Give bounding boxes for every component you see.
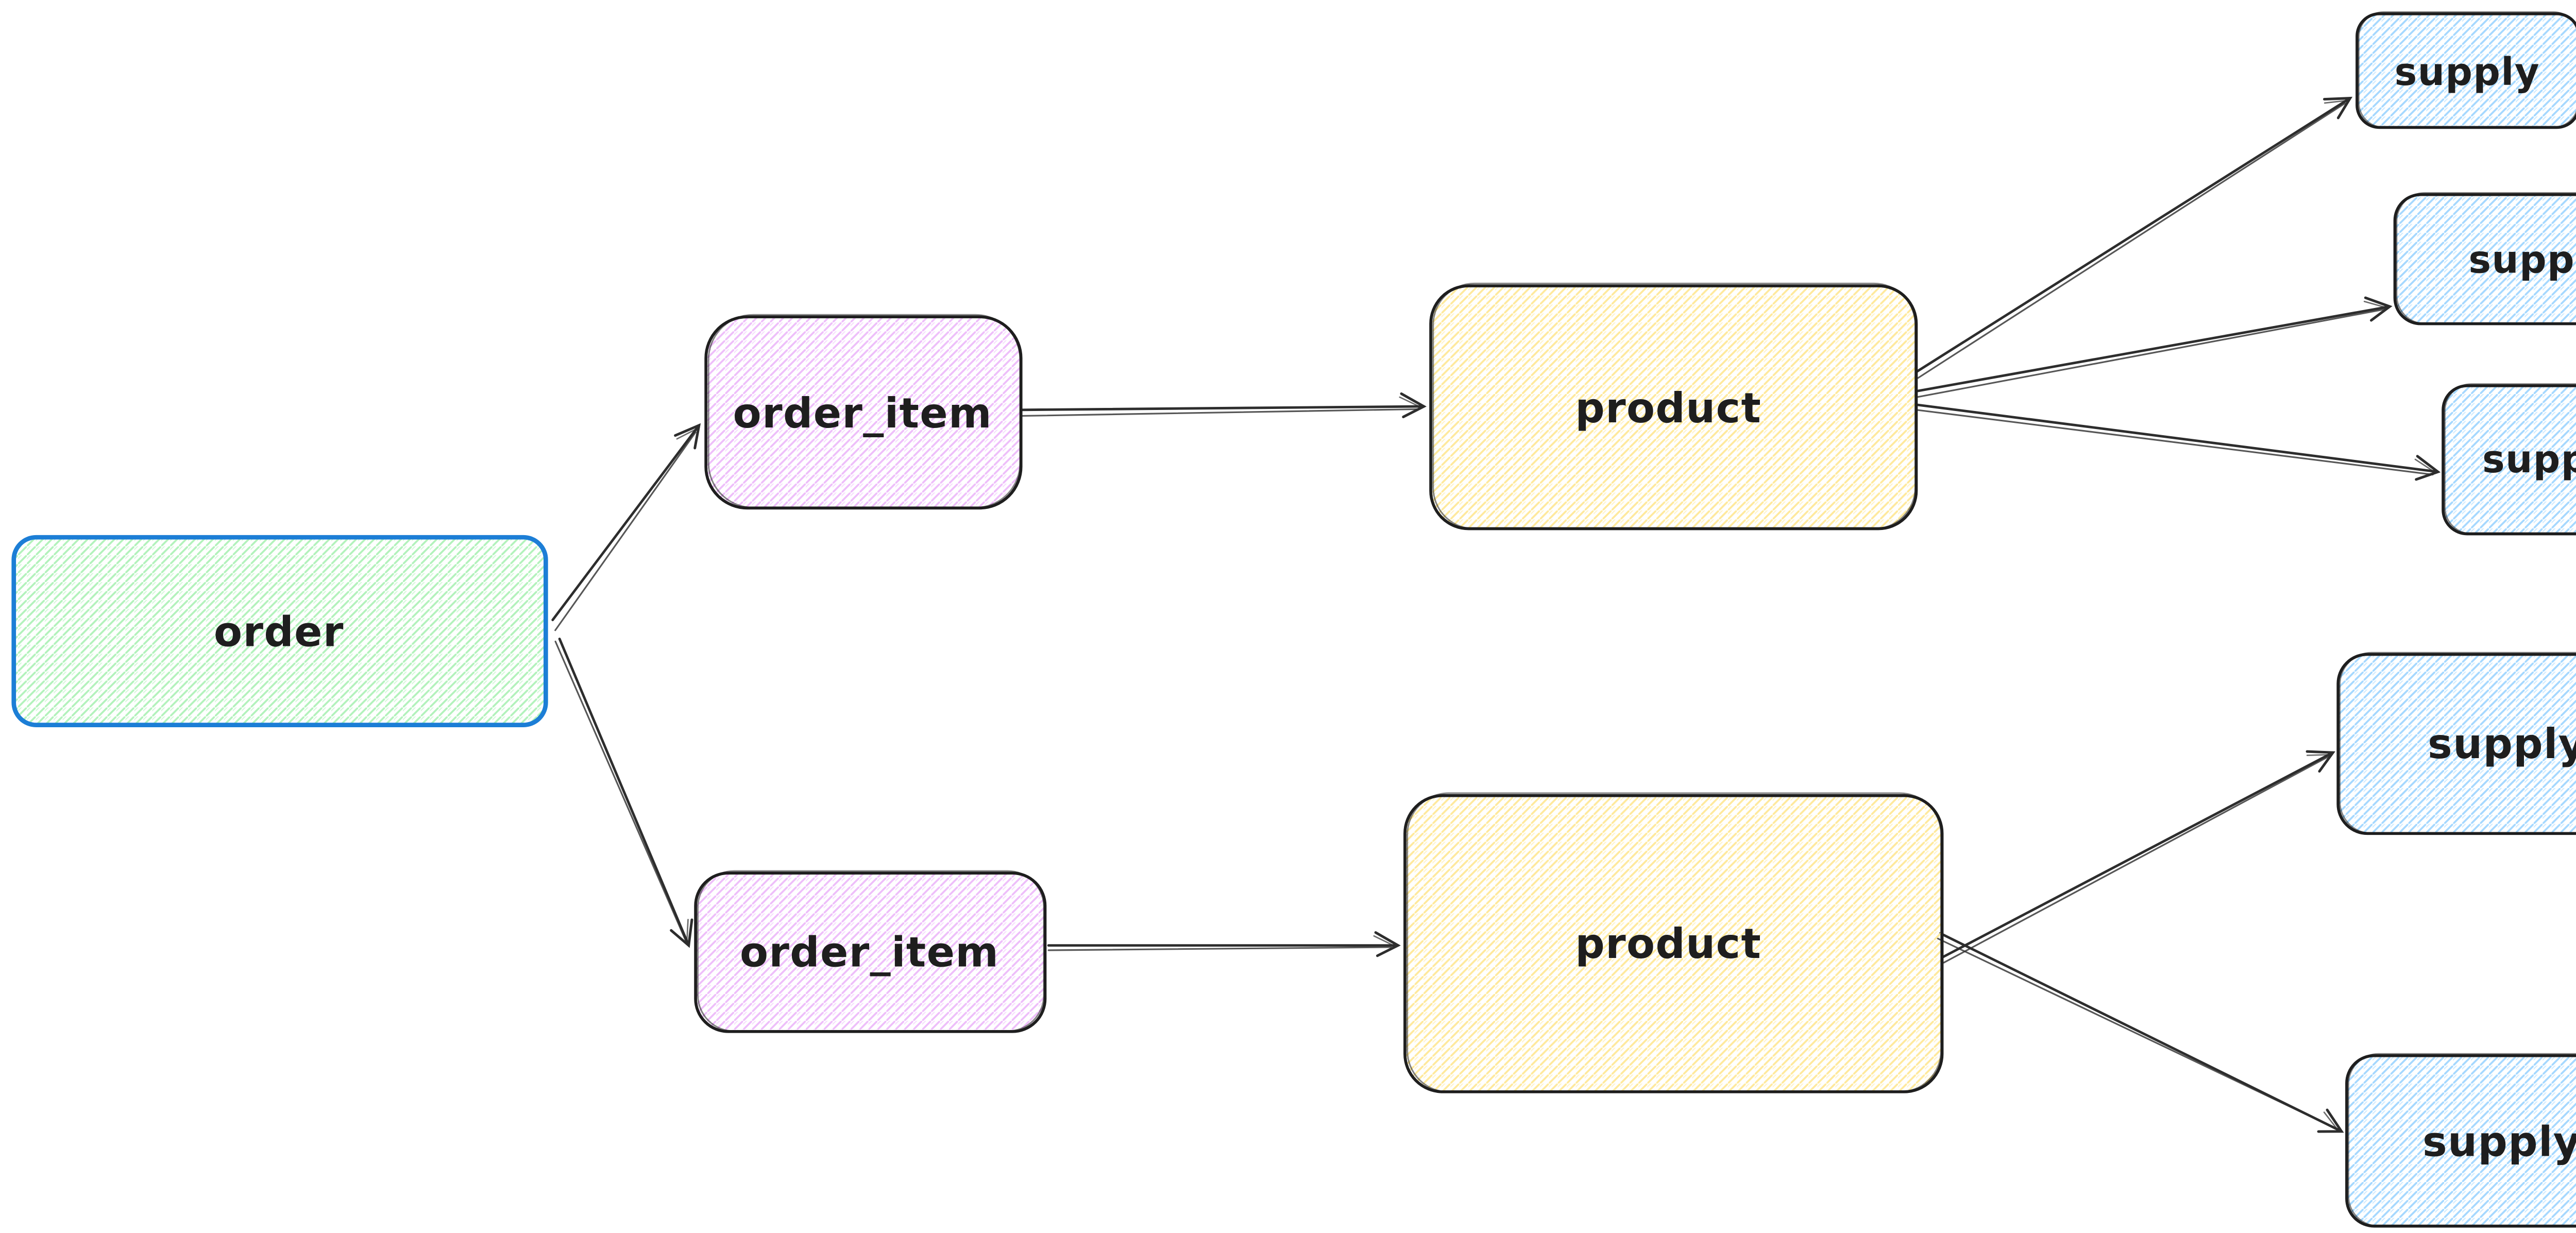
node-label: order_item bbox=[740, 928, 999, 976]
box-shape bbox=[1431, 286, 1917, 529]
node-supply-3[interactable]: supply bbox=[2442, 383, 2576, 536]
box-outline-sketch-echo bbox=[707, 314, 1021, 509]
node-supply-4[interactable]: supply bbox=[2336, 652, 2576, 835]
arrow-line-sketch-echo bbox=[1915, 409, 2434, 476]
edge-product-bottom-to-supply-4[interactable] bbox=[1941, 750, 2335, 964]
arrow-line-sketch-echo bbox=[1917, 308, 2386, 398]
box-shape bbox=[2357, 13, 2576, 128]
arrow-line bbox=[1915, 403, 2441, 481]
arrow-line bbox=[1917, 296, 2393, 392]
edge-order-to-order-item-bottom[interactable] bbox=[554, 638, 693, 948]
arrow-line bbox=[1939, 932, 2344, 1133]
node-product-bottom[interactable]: product bbox=[1403, 792, 1944, 1093]
arrow-line-sketch-echo bbox=[1937, 937, 2337, 1130]
edge-order-item-bottom-to-product-bottom[interactable] bbox=[1047, 931, 1401, 957]
arrow-line-sketch-echo bbox=[1943, 756, 2330, 964]
node-supply-5[interactable]: supply bbox=[2345, 1053, 2576, 1228]
arrow-line-sketch-echo bbox=[554, 640, 687, 941]
arrow-line bbox=[551, 423, 701, 622]
arrow-line-sketch-echo bbox=[1917, 102, 2346, 379]
node-label: product bbox=[1575, 920, 1761, 968]
edge-product-bottom-to-supply-5[interactable] bbox=[1937, 932, 2344, 1133]
box-outline-sketch-echo bbox=[2339, 652, 2576, 834]
box-outline-sketch-echo bbox=[697, 870, 1045, 1032]
node-supply-2[interactable]: supply bbox=[2393, 192, 2576, 326]
node-label: product bbox=[1575, 384, 1761, 432]
node-order[interactable]: order bbox=[11, 535, 548, 727]
arrow-line bbox=[1021, 392, 1427, 418]
arrow-line bbox=[1915, 96, 2353, 373]
box-outline-sketch-echo bbox=[1406, 792, 1942, 1093]
box-shape bbox=[2346, 1055, 2576, 1226]
edge-product-top-to-supply-3[interactable] bbox=[1915, 403, 2441, 481]
node-label: order bbox=[214, 608, 344, 656]
box-shape bbox=[696, 873, 1045, 1032]
edge-product-top-to-supply-1[interactable] bbox=[1915, 96, 2353, 379]
box-outline-sketch-echo bbox=[2444, 383, 2576, 535]
box-shape bbox=[706, 317, 1021, 508]
box-outline-sketch-echo bbox=[2347, 1053, 2576, 1227]
node-product-top[interactable]: product bbox=[1429, 282, 1918, 530]
arrow-line-sketch-echo bbox=[1022, 408, 1418, 417]
edge-product-top-to-supply-2[interactable] bbox=[1917, 296, 2393, 398]
node-order-item-top[interactable]: order_item bbox=[704, 314, 1023, 510]
node-order-item-bottom[interactable]: order_item bbox=[694, 870, 1047, 1033]
node-label: supply bbox=[2422, 1118, 2576, 1166]
box-outline-sketch-echo bbox=[2358, 11, 2576, 128]
box-shape bbox=[13, 537, 546, 725]
box-shape bbox=[2395, 194, 2576, 324]
box-outline-sketch-echo bbox=[1432, 282, 1916, 530]
node-label: supply bbox=[2428, 720, 2576, 768]
box-shape bbox=[2443, 385, 2576, 534]
arrow-line bbox=[558, 638, 693, 948]
node-label: supply bbox=[2468, 238, 2576, 282]
box-shape bbox=[1404, 795, 1942, 1092]
node-supply-1[interactable]: supply bbox=[2355, 11, 2576, 129]
node-label: order_item bbox=[733, 389, 992, 437]
arrow-line-sketch-echo bbox=[1047, 946, 1392, 951]
arrow-line bbox=[1941, 750, 2335, 959]
arrow-line-sketch-echo bbox=[554, 431, 697, 631]
edge-order-to-order-item-top[interactable] bbox=[551, 423, 701, 631]
box-outline-sketch-echo bbox=[2396, 192, 2576, 325]
box-shape bbox=[2338, 654, 2576, 834]
box-outline bbox=[11, 535, 548, 727]
edge-order-item-top-to-product-top[interactable] bbox=[1021, 392, 1427, 418]
node-label: supply bbox=[2482, 438, 2576, 482]
node-label: supply bbox=[2395, 50, 2540, 94]
